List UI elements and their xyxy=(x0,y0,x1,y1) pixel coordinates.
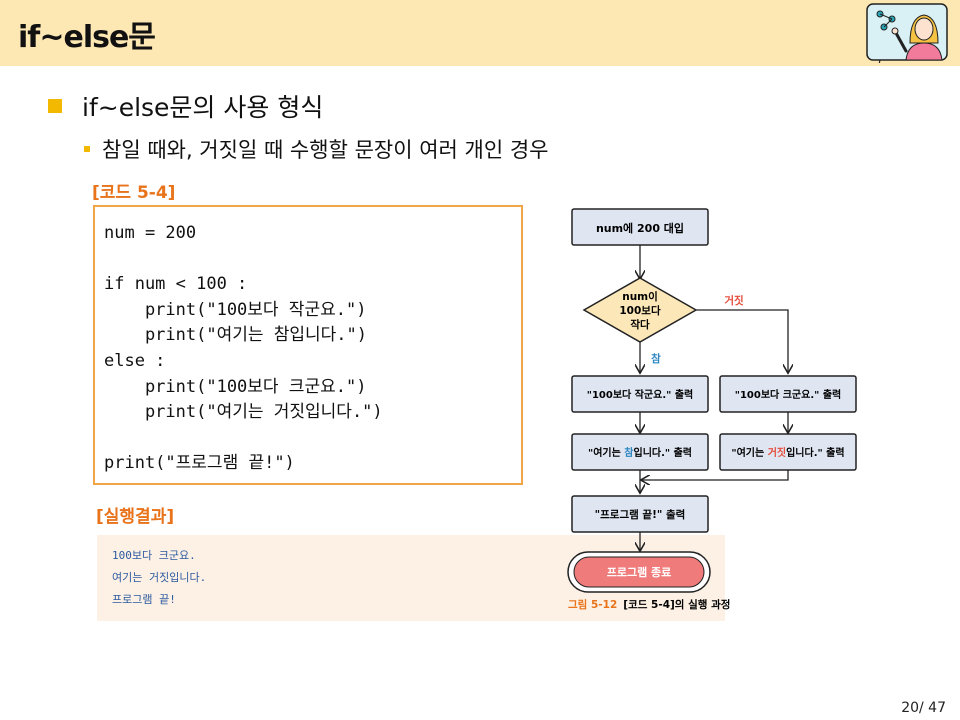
flow-caption-text: [코드 5-4]의 실행 과정 xyxy=(623,598,730,611)
flow-false-box-2-highlight: 거짓 xyxy=(768,446,786,459)
flow-false-label: 거짓 xyxy=(724,294,744,307)
flow-false-box-2-pre: "여기는 xyxy=(731,446,767,459)
result-label: [실행결과] xyxy=(96,507,175,527)
result-text: 100보다 크군요. 여기는 거짓입니다. 프로그램 끝! xyxy=(112,549,207,606)
bullet-level1: if~else문의 사용 형식 xyxy=(48,88,323,124)
code-box: num = 200 if num < 100 : print("100보다 작군… xyxy=(93,205,523,485)
page-title: if~else문 xyxy=(18,20,156,55)
flow-end-box-text: "프로그램 끝!" 출력 xyxy=(595,508,686,521)
flow-caption-num: 그림 5-12 xyxy=(568,599,617,611)
bullet-level2: 참일 때와, 거짓일 때 수행할 문장이 여러 개인 경우 xyxy=(84,134,548,164)
flow-decision-text-1: num이 xyxy=(622,290,658,303)
bullet-square-icon xyxy=(48,99,62,113)
flow-true-box-2-pre: "여기는 xyxy=(588,446,624,459)
flow-caption: 그림 5-12 [코드 5-4]의 실행 과정 xyxy=(568,598,730,611)
flow-true-label: 참 xyxy=(651,352,661,365)
flow-true-box-2-text: "여기는 참입니다." 출력 xyxy=(588,446,692,459)
flowchart: num에 200 대입 num이 100보다 작다 거짓 참 "100보다 작군… xyxy=(567,208,857,611)
flow-decision-text-3: 작다 xyxy=(630,318,650,331)
code-label: [코드 5-4] xyxy=(92,183,176,203)
flow-start-text: num에 200 대입 xyxy=(596,221,684,235)
flow-true-box-2-highlight: 참 xyxy=(624,446,634,459)
flow-false-box-1-text: "100보다 크군요." 출력 xyxy=(735,388,841,401)
flow-true-box-2-post: 입니다." 출력 xyxy=(634,446,693,459)
title-bar xyxy=(0,0,960,66)
page-number: 20/ 47 xyxy=(901,700,946,716)
flow-true-box-1-text: "100보다 작군요." 출력 xyxy=(587,388,693,401)
code-text: num = 200 if num < 100 : print("100보다 작군… xyxy=(104,223,383,474)
flow-decision-text-2: 100보다 xyxy=(619,304,661,317)
bullet-small-square-icon xyxy=(84,146,90,152)
flow-terminal-text: 프로그램 종료 xyxy=(607,565,672,579)
presenter-avatar-icon xyxy=(866,3,948,63)
bullet-level1-text: if~else문의 사용 형식 xyxy=(82,93,324,122)
flow-false-box-2-post: 입니다." 출력 xyxy=(786,446,845,459)
flow-false-box-2-text: "여기는 거짓입니다." 출력 xyxy=(731,446,844,459)
bullet-level2-text: 참일 때와, 거짓일 때 수행할 문장이 여러 개인 경우 xyxy=(102,138,549,162)
